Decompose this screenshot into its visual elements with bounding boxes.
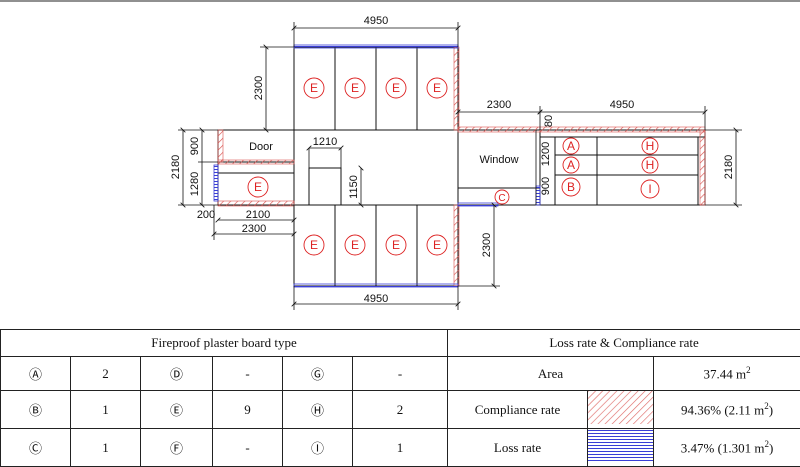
mark-bottom-1: E bbox=[310, 238, 318, 252]
mark-bottom-4: E bbox=[433, 238, 441, 252]
mark-bottom-2: E bbox=[351, 238, 359, 252]
mark-top-3: E bbox=[392, 81, 400, 95]
dim-left-height: 2180 bbox=[170, 155, 182, 179]
type-label: Ⓒ bbox=[1, 429, 71, 467]
mark-top-2: E bbox=[351, 81, 359, 95]
type-count: 1 bbox=[353, 429, 448, 467]
type-label: Ⓐ bbox=[1, 357, 71, 391]
mark-right-a1: A bbox=[567, 139, 575, 153]
type-label: Ⓖ bbox=[283, 357, 353, 391]
mark-top-1: E bbox=[310, 81, 318, 95]
mark-bottom-3: E bbox=[392, 238, 400, 252]
type-label: Ⓔ bbox=[141, 391, 213, 429]
dim-bottom-wing-height: 2300 bbox=[481, 233, 493, 257]
area-label: Area bbox=[448, 357, 654, 391]
loss-swatch bbox=[588, 429, 654, 467]
plan-walls bbox=[218, 47, 705, 286]
table-row: Ⓒ 1 Ⓕ - Ⓘ 1 Loss rate 3.47% (1.301 m2) bbox=[1, 429, 800, 467]
dim-left-upper: 900 bbox=[189, 137, 201, 155]
mark-left: E bbox=[254, 180, 262, 194]
plaster-board-header: Fireproof plaster board type bbox=[1, 330, 448, 357]
mark-top-4: E bbox=[433, 81, 441, 95]
dim-right-width: 4950 bbox=[610, 99, 634, 111]
compliance-label: Compliance rate bbox=[448, 391, 588, 429]
compliance-swatch bbox=[588, 391, 654, 429]
table-row: Ⓐ 2 Ⓓ - Ⓖ - Area 37.44 m2 bbox=[1, 357, 800, 391]
area-value: 37.44 m2 bbox=[654, 357, 800, 391]
type-label: Ⓗ bbox=[283, 391, 353, 429]
dim-left-outer: 2300 bbox=[242, 223, 266, 235]
loss-value: 3.47% (1.301 m2) bbox=[654, 429, 800, 467]
compliance-value: 94.36% (2.11 m2) bbox=[654, 391, 800, 429]
compliance-hatch bbox=[218, 47, 705, 286]
type-count: 9 bbox=[213, 391, 283, 429]
type-count: 2 bbox=[353, 391, 448, 429]
type-label: Ⓕ bbox=[141, 429, 213, 467]
dim-top-wing-height: 2300 bbox=[253, 76, 265, 100]
dim-right-mid: 1200 bbox=[540, 142, 552, 166]
mark-right-h1: H bbox=[646, 139, 655, 153]
loss-label: Loss rate bbox=[448, 429, 588, 467]
loss-compliance-header: Loss rate & Compliance rate bbox=[448, 330, 800, 357]
type-count: 1 bbox=[71, 391, 141, 429]
dim-column-width: 1210 bbox=[313, 136, 337, 148]
door-label: Door bbox=[249, 141, 273, 153]
type-count: 2 bbox=[71, 357, 141, 391]
specification-table: Fireproof plaster board type Loss rate &… bbox=[0, 329, 800, 467]
type-label: Ⓑ bbox=[1, 391, 71, 429]
type-label: Ⓓ bbox=[141, 357, 213, 391]
dim-right-top: 80 bbox=[543, 115, 555, 127]
type-count: - bbox=[353, 357, 448, 391]
mark-right-i: I bbox=[648, 182, 651, 196]
dim-column-height: 1150 bbox=[348, 175, 360, 199]
dim-right-gap: 2300 bbox=[487, 99, 511, 111]
dim-left-lower: 1280 bbox=[189, 172, 201, 196]
dim-right-height: 2180 bbox=[723, 155, 735, 179]
floor-plan-diagram: 4950 4950 2300 2300 2300 4950 80 1200 90… bbox=[0, 0, 800, 328]
window-label: Window bbox=[479, 154, 518, 166]
dimension-lines bbox=[178, 22, 742, 310]
dim-left-small: 200 bbox=[197, 209, 215, 221]
dim-left-inner: 2100 bbox=[246, 209, 270, 221]
dim-bottom-width: 4950 bbox=[364, 293, 388, 305]
dim-right-low: 900 bbox=[540, 177, 552, 195]
table-row: Ⓑ 1 Ⓔ 9 Ⓗ 2 Compliance rate 94.36% (2.11… bbox=[1, 391, 800, 429]
type-count: - bbox=[213, 429, 283, 467]
mark-right-a2: A bbox=[567, 158, 575, 172]
type-count: - bbox=[213, 357, 283, 391]
mark-window: C bbox=[498, 193, 505, 204]
mark-right-h2: H bbox=[646, 158, 655, 172]
dim-top-width: 4950 bbox=[364, 15, 388, 27]
type-label: Ⓘ bbox=[283, 429, 353, 467]
type-count: 1 bbox=[71, 429, 141, 467]
mark-right-b: B bbox=[567, 180, 575, 194]
